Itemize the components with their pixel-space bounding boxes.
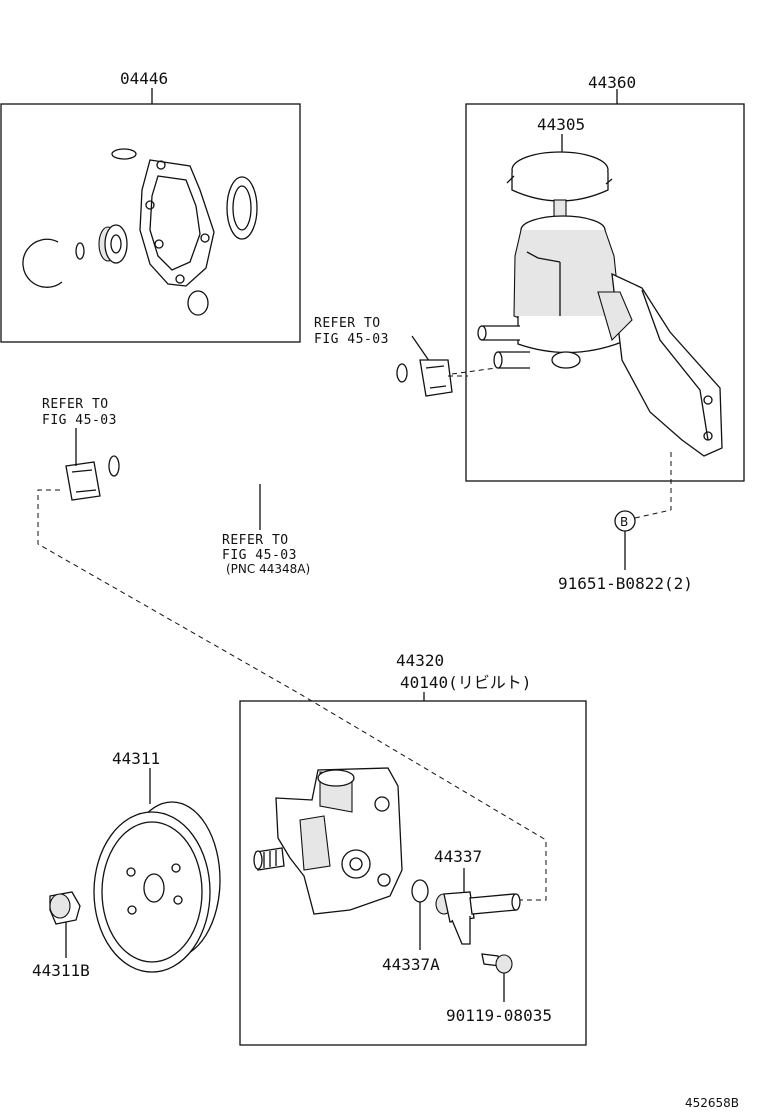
tiny-ring — [75, 242, 85, 260]
label-44337a: 44337A — [382, 955, 440, 974]
label-44311: 44311 — [112, 749, 160, 768]
clamp-right — [419, 359, 468, 397]
return-hose — [117, 364, 410, 486]
seal-kit-group: 04446 — [0, 69, 301, 343]
reservoir-box — [465, 103, 745, 482]
pulley-nut — [49, 891, 81, 925]
reservoir-group: 44360 44305 — [451, 73, 745, 510]
pump-box — [239, 700, 587, 1046]
label-44337: 44337 — [434, 847, 482, 866]
ref-left-l2: FIG 45-03 — [42, 413, 117, 428]
label-91651: 91651-B0822(2) — [558, 574, 693, 593]
union-bolt — [481, 953, 513, 974]
ref-hose-l2: FIG 45-03 — [222, 548, 297, 563]
label-04446: 04446 — [120, 69, 168, 88]
seal-kit-box — [0, 103, 301, 343]
oil-seal — [98, 224, 128, 264]
label-44311b: 44311B — [32, 961, 90, 980]
pump-gasket — [139, 159, 215, 287]
union-oring — [411, 879, 429, 903]
label-40140: 40140(リビルト) — [400, 673, 531, 692]
pump-pulley — [93, 811, 211, 973]
hose-group: REFER TO FIG 45-03 REFER TO FIG 45-03 RE… — [37, 316, 547, 901]
bolt-91651-callout: B 91651-B0822(2) — [558, 509, 693, 593]
reservoir-outlet-pipe — [481, 325, 520, 341]
pump-union — [435, 891, 521, 945]
ref-hose-l1: REFER TO — [222, 533, 289, 548]
pulley-group: 44311 44311B — [32, 749, 221, 980]
callout-b-text: B — [620, 515, 628, 529]
bottom-oring — [187, 290, 209, 316]
label-44320: 44320 — [396, 651, 444, 670]
reservoir-bracket — [611, 272, 723, 457]
power-steering-pump — [253, 767, 403, 915]
label-90119: 90119-08035 — [446, 1006, 552, 1025]
large-oring — [226, 176, 258, 240]
ref-top-right-l2: FIG 45-03 — [314, 332, 389, 347]
ref-top-right-l1: REFER TO — [314, 316, 381, 331]
snap-ring — [22, 238, 63, 288]
label-44360: 44360 — [588, 73, 636, 92]
hose-dashed-leader — [37, 489, 547, 901]
ref-hose-l3: (PNC 44348A) — [226, 562, 310, 576]
ref-left-l1: REFER TO — [42, 397, 109, 412]
figure-id: 452658B — [685, 1096, 739, 1110]
clamp-left — [65, 461, 101, 501]
pump-group: 44320 40140(リビルト) 44337A 44337 — [239, 651, 587, 1046]
label-44305: 44305 — [537, 115, 585, 134]
small-oring — [111, 148, 137, 160]
